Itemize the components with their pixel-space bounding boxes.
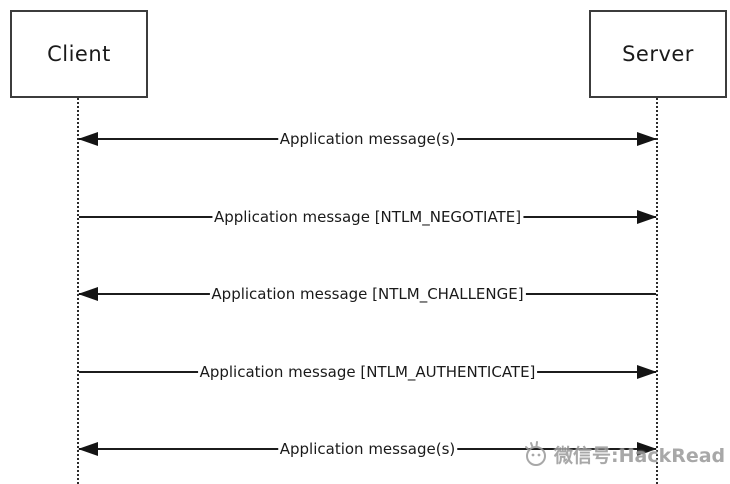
message-label: Application message [NTLM_AUTHENTICATE] (197, 362, 538, 382)
actor-box-server: Server (589, 10, 727, 98)
message-label: Application message [NTLM_CHALLENGE] (209, 284, 526, 304)
actor-box-client: Client (10, 10, 148, 98)
server-lifeline (656, 98, 658, 484)
message-label: Application message(s) (277, 129, 458, 149)
watermark: 微信号:HackRead (521, 437, 725, 471)
actor-label-client: Client (47, 42, 111, 66)
arrowhead-left-icon (78, 442, 98, 456)
message-row: Application message(s) (78, 435, 657, 463)
message-row: Application message(s) (78, 125, 657, 153)
watermark-text: 微信号:HackRead (554, 444, 726, 467)
arrowhead-right-icon (637, 132, 657, 146)
arrowhead-left-icon (78, 287, 98, 301)
message-row: Application message [NTLM_CHALLENGE] (78, 280, 657, 308)
arrowhead-left-icon (78, 132, 98, 146)
message-row: Application message [NTLM_AUTHENTICATE] (78, 358, 657, 386)
message-label: Application message(s) (277, 439, 458, 459)
wechat-account-icon (521, 439, 551, 469)
arrowhead-right-icon (637, 365, 657, 379)
message-label: Application message [NTLM_NEGOTIATE] (211, 207, 524, 227)
actor-label-server: Server (622, 42, 694, 66)
arrowhead-right-icon (637, 210, 657, 224)
message-row: Application message [NTLM_NEGOTIATE] (78, 203, 657, 231)
arrowhead-right-icon (637, 442, 657, 456)
